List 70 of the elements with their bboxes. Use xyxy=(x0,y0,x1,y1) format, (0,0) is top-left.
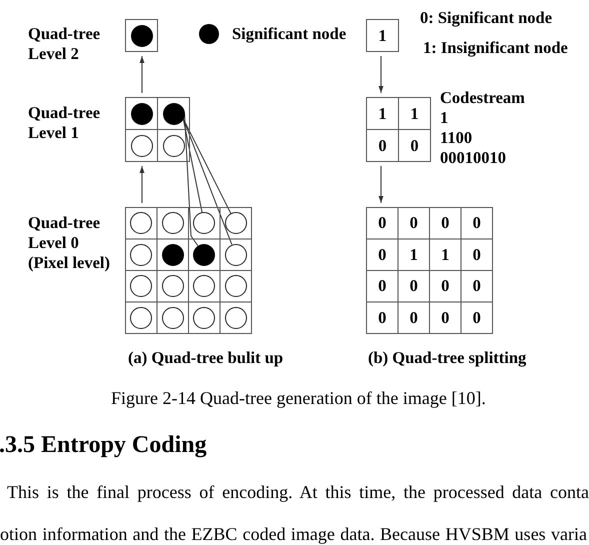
root-node-value: 1 xyxy=(366,19,399,52)
legend-text: Significant node xyxy=(232,24,346,44)
hollow-circle xyxy=(193,275,216,298)
arrow xyxy=(378,166,384,204)
bit-value: 0 xyxy=(462,302,492,333)
level-label: Quad-tree Level 1 xyxy=(28,103,102,143)
bit-value: 0 xyxy=(367,302,398,333)
hollow-circle xyxy=(130,134,152,156)
hollow-circle xyxy=(162,306,184,329)
subfigure-caption: (a) Quad-tree bulit up xyxy=(128,348,284,368)
hollow-circle xyxy=(224,244,247,266)
bit-value: 0 xyxy=(430,271,460,302)
body-text: This is the final process of encoding. At this time, the processed data conta xyxy=(7,481,589,503)
hollow-circle xyxy=(130,212,152,234)
section-heading: .3.5 Entropy Coding xyxy=(0,431,207,459)
quad-tree-grid xyxy=(125,97,190,162)
bit-value: 0 xyxy=(367,240,398,270)
hollow-circle xyxy=(130,244,152,266)
connector-line xyxy=(182,118,232,214)
hollow-circle xyxy=(162,275,184,298)
level-label: Quad-tree Level 0 (Pixel level) xyxy=(28,213,112,273)
quad-tree-grid xyxy=(366,97,431,162)
bit-value: 0 xyxy=(462,271,492,302)
code-value: 1100 xyxy=(440,128,472,148)
hollow-circle xyxy=(224,275,247,298)
bit-value: 0 xyxy=(398,271,429,302)
filled-dot xyxy=(130,102,152,124)
bit-value: 1 xyxy=(398,240,429,270)
bit-value: 0 xyxy=(462,240,492,270)
quad-tree-grid xyxy=(125,19,158,52)
bit-value: 1 xyxy=(430,240,460,270)
bit-value: 0 xyxy=(430,302,460,333)
bit-value: 0 xyxy=(367,271,398,302)
hollow-circle xyxy=(193,306,216,329)
hollow-circle xyxy=(130,275,152,298)
connector-line xyxy=(182,118,203,213)
bit-value: 1 xyxy=(399,98,430,129)
filled-dot xyxy=(162,244,184,266)
body-text: otion information and the EZBC coded image data. Because HVSBM uses varia xyxy=(0,523,587,545)
filled-dot xyxy=(193,244,216,266)
bit-value: 0 xyxy=(398,208,429,238)
bit-value: 0 xyxy=(367,208,398,238)
key-note: 1: Insignificant node xyxy=(423,38,568,58)
hollow-circle xyxy=(162,212,184,234)
bit-value: 0 xyxy=(399,130,430,161)
codestream-heading: Codestream xyxy=(440,88,525,108)
bit-value: 0 xyxy=(430,208,460,238)
key-note: 0: Significant node xyxy=(420,8,552,28)
hollow-circle xyxy=(130,306,152,329)
arrow xyxy=(378,56,384,94)
subfigure-caption: (b) Quad-tree splitting xyxy=(368,348,526,368)
figure-caption: Figure 2-14 Quad-tree generation of the image [10]. xyxy=(111,388,486,408)
code-value: 1 xyxy=(440,108,448,128)
connector-line xyxy=(182,118,232,245)
level-label: Quad-tree Level 2 xyxy=(28,24,102,64)
quad-tree-grid xyxy=(366,207,493,334)
bit-value: 0 xyxy=(462,208,492,238)
bit-value: 0 xyxy=(398,302,429,333)
hollow-circle xyxy=(162,134,184,156)
arrow xyxy=(140,166,144,204)
code-value: 00010010 xyxy=(440,148,506,168)
arrow xyxy=(140,56,144,94)
bit-value: 0 xyxy=(367,130,398,161)
hollow-circle xyxy=(193,212,216,234)
quad-tree-grid xyxy=(125,207,252,334)
filled-dot xyxy=(162,102,184,124)
hollow-circle xyxy=(224,306,247,329)
filled-dot xyxy=(130,24,152,46)
bit-value: 1 xyxy=(367,98,398,129)
hollow-circle xyxy=(224,212,247,234)
